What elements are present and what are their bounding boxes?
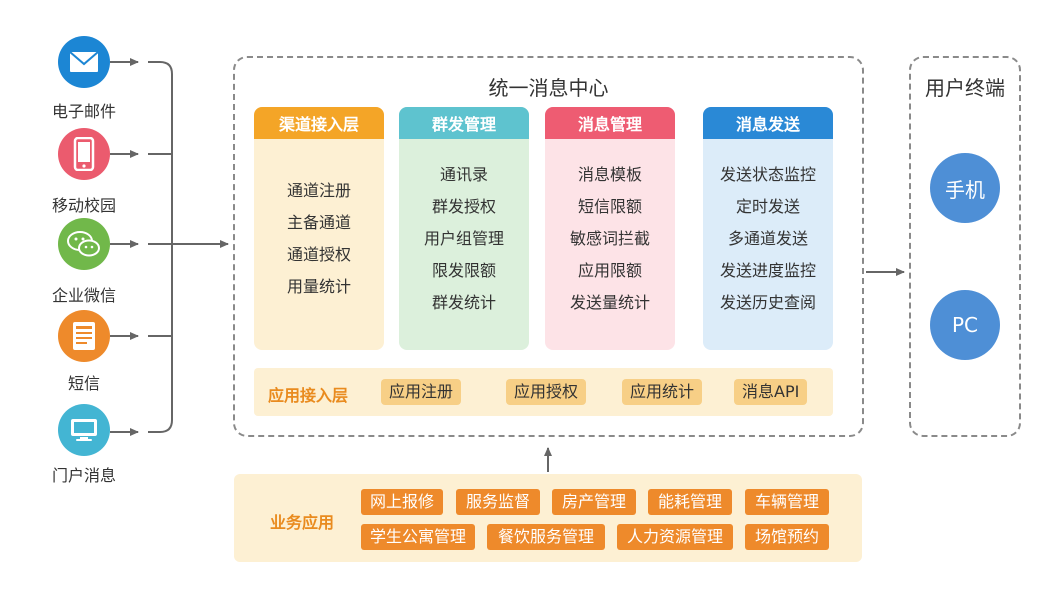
message-center-title: 统一消息中心 bbox=[488, 76, 609, 100]
channel-item: 通道授权 bbox=[286, 245, 351, 264]
channel-item: 用量统计 bbox=[286, 277, 351, 296]
message-management-header: 消息管理 bbox=[545, 107, 675, 139]
group-item: 用户组管理 bbox=[423, 229, 504, 248]
group-item: 群发统计 bbox=[431, 293, 496, 312]
monitor-icon bbox=[58, 404, 110, 456]
app-access-item: 应用授权 bbox=[506, 379, 587, 405]
source-label-portal: 门户消息 bbox=[51, 466, 116, 485]
user-terminal-title: 用户终端 bbox=[925, 76, 1005, 100]
business-app-chip: 餐饮服务管理 bbox=[487, 524, 605, 550]
channel-access-header: 渠道接入层 bbox=[254, 107, 384, 139]
app-access-label: 应用接入层 bbox=[268, 386, 349, 405]
app-access-item: 消息API bbox=[734, 379, 808, 405]
business-app-chip: 网上报修 bbox=[361, 489, 443, 515]
channel-item: 通道注册 bbox=[286, 181, 351, 200]
group-send-column: 群发管理 通讯录 群发授权 用户组管理 限发限额 群发统计 bbox=[399, 107, 529, 350]
business-app-chip: 学生公寓管理 bbox=[361, 524, 475, 550]
user-terminal-frame bbox=[909, 56, 1021, 437]
terminal-pc: PC bbox=[930, 290, 1000, 360]
business-apps-label: 业务应用 bbox=[270, 513, 335, 532]
send-item: 发送进度监控 bbox=[719, 261, 816, 280]
business-app-chip: 能耗管理 bbox=[648, 489, 732, 515]
channel-item: 主备通道 bbox=[286, 213, 351, 232]
message-item: 短信限额 bbox=[577, 197, 642, 216]
business-app-chip: 车辆管理 bbox=[745, 489, 829, 515]
message-center-frame bbox=[233, 56, 864, 437]
source-label-sms: 短信 bbox=[67, 374, 100, 393]
business-app-chip: 人力资源管理 bbox=[617, 524, 733, 550]
send-item: 多通道发送 bbox=[727, 229, 808, 248]
send-item: 发送状态监控 bbox=[719, 165, 816, 184]
group-item: 群发授权 bbox=[431, 197, 496, 216]
app-access-item: 应用统计 bbox=[622, 379, 703, 405]
source-label-mail: 电子邮件 bbox=[51, 102, 116, 121]
message-item: 敏感词拦截 bbox=[569, 229, 650, 248]
wechat-icon bbox=[58, 218, 110, 270]
message-management-column: 消息管理 消息模板 短信限额 敏感词拦截 应用限额 发送量统计 bbox=[545, 107, 675, 350]
app-access-item: 应用注册 bbox=[381, 379, 462, 405]
group-item: 通讯录 bbox=[439, 165, 488, 184]
send-item: 定时发送 bbox=[735, 197, 800, 216]
business-app-chip: 场馆预约 bbox=[745, 524, 829, 550]
mail-icon bbox=[58, 36, 110, 88]
channel-access-column: 渠道接入层 通道注册 主备通道 通道授权 用量统计 bbox=[254, 107, 384, 350]
message-send-column: 消息发送 发送状态监控 定时发送 多通道发送 发送进度监控 发送历史查阅 bbox=[703, 107, 833, 350]
group-item: 限发限额 bbox=[431, 261, 496, 280]
mobile-phone-icon bbox=[58, 128, 110, 180]
message-item: 发送量统计 bbox=[569, 293, 650, 312]
message-item: 应用限额 bbox=[577, 261, 642, 280]
business-app-chip: 服务监督 bbox=[456, 489, 540, 515]
group-send-header: 群发管理 bbox=[399, 107, 529, 139]
sms-document-icon bbox=[58, 310, 110, 362]
source-label-wechat: 企业微信 bbox=[51, 286, 116, 305]
message-send-header: 消息发送 bbox=[703, 107, 833, 139]
message-item: 消息模板 bbox=[577, 165, 642, 184]
source-label-mobile: 移动校园 bbox=[51, 196, 116, 215]
terminal-phone: 手机 bbox=[930, 153, 1000, 223]
business-app-chip: 房产管理 bbox=[552, 489, 636, 515]
send-item: 发送历史查阅 bbox=[719, 293, 816, 312]
